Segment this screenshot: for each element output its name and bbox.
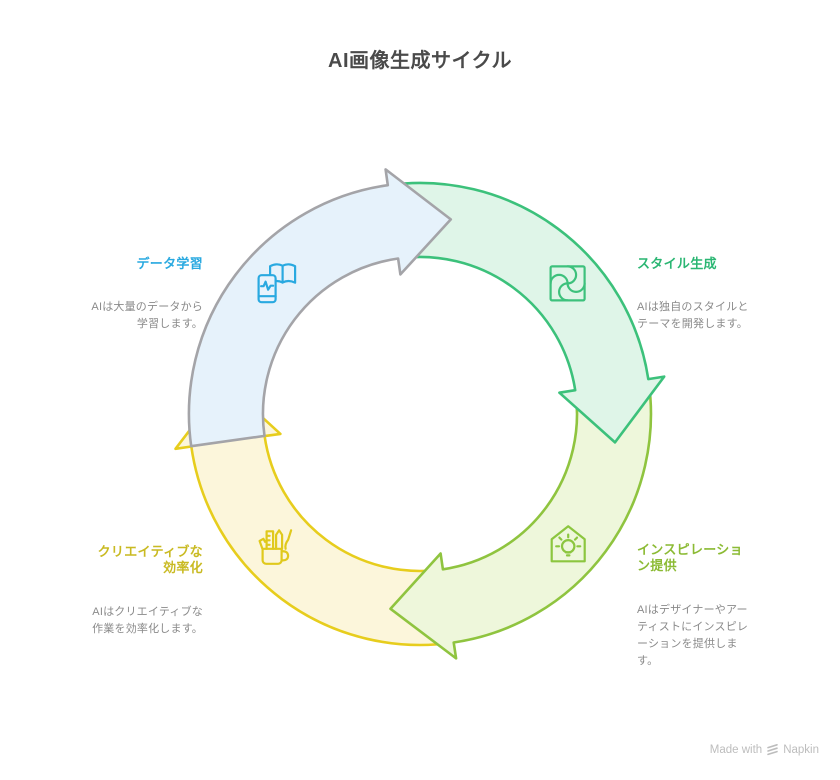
step-description-creative-efficiency: AIはクリエイティブな 作業を効率化します。	[92, 605, 203, 635]
house-lightbulb-icon	[550, 525, 586, 563]
cycle-arc-data-learning	[187, 168, 453, 448]
step-label-style-generation: スタイル生成	[637, 256, 717, 271]
step-block-creative-efficiency: クリエイティブな 効率化 AIはクリエイティブな 作業を効率化します。	[92, 526, 203, 656]
step-label-creative-efficiency: クリエイティブな 効率化	[97, 544, 203, 576]
step-label-inspiration: インスピレーショ ン提供	[637, 542, 743, 574]
pinwheel-style-icon	[549, 265, 586, 302]
step-label-data-learning: データ学習	[136, 256, 203, 271]
step-description-style-generation: AIは独自のスタイルと テーマを開発します。	[637, 301, 749, 331]
made-with-napkin-link[interactable]: Made with Napkin	[710, 743, 819, 756]
diagram-title: AI画像生成サイクル	[328, 50, 512, 72]
cycle-arc-style-generation	[386, 181, 666, 444]
napkin-logo-icon	[767, 744, 778, 756]
step-block-inspiration: インスピレーショ ン提供 AIはデザイナーやアー ティストにインスピレ ーション…	[637, 524, 748, 688]
step-description-data-learning: AIは大量のデータから 学習します。	[91, 301, 203, 331]
cycle-arc-inspiration	[389, 377, 653, 660]
phone-book-learning-icon	[257, 263, 297, 304]
step-block-style-generation: スタイル生成 AIは独自のスタイルと テーマを開発します。	[637, 238, 749, 351]
cup-tools-icon	[258, 529, 293, 565]
step-description-inspiration: AIはデザイナーやアー ティストにインスピレ ーションを提供しま す。	[637, 603, 749, 667]
made-with-text: Made with	[709, 743, 763, 756]
napkin-brand-text: Napkin	[783, 743, 819, 756]
step-block-data-learning: データ学習 AIは大量のデータから 学習します。	[91, 238, 203, 351]
